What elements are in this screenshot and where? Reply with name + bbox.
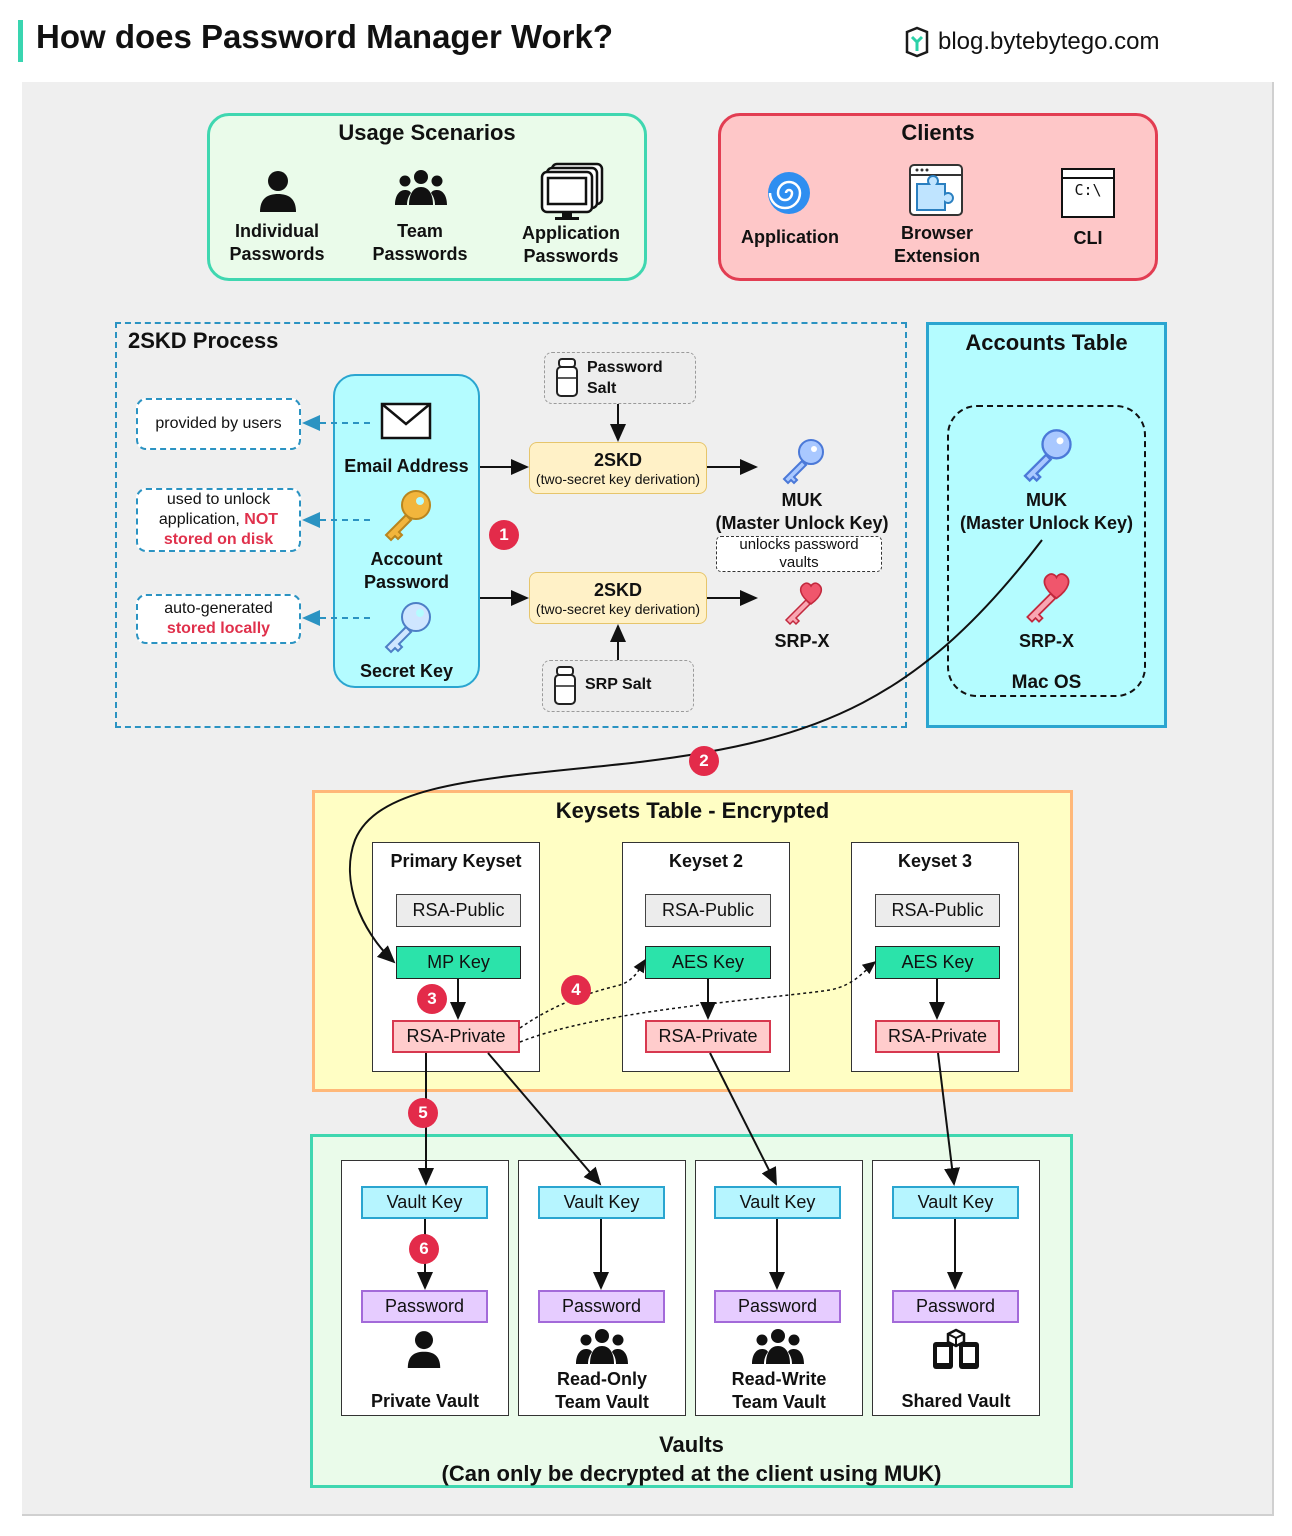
team-icon bbox=[394, 169, 448, 207]
gold-key-icon bbox=[378, 488, 434, 544]
vault-key: Vault Key bbox=[538, 1186, 665, 1219]
vault-key: Vault Key bbox=[892, 1186, 1019, 1219]
private-vault-label: Private Vault bbox=[370, 1391, 480, 1411]
2skd-box-srp: 2SKD(two-secret key derivation) bbox=[529, 572, 707, 624]
team-icon bbox=[575, 1328, 629, 1366]
terminal-icon: C:\ bbox=[1061, 168, 1115, 218]
step-1-badge: 1 bbox=[489, 520, 519, 550]
muk-key-icon bbox=[1018, 428, 1074, 484]
2skd-box-muk: 2SKD(two-secret key derivation) bbox=[529, 442, 707, 494]
note-account-password: used to unlock application, NOT stored o… bbox=[136, 488, 301, 552]
keysets-table-title: Keysets Table - Encrypted bbox=[555, 798, 830, 823]
salt-shaker-icon bbox=[553, 666, 577, 706]
keyset-title: Primary Keyset bbox=[390, 851, 522, 871]
rsa-public-key: RSA-Public bbox=[645, 894, 771, 927]
rsa-private-key: RSA-Private bbox=[392, 1020, 520, 1053]
salt-shaker-icon bbox=[555, 358, 579, 398]
2skd-process-title: 2SKD Process bbox=[128, 328, 279, 353]
clients-title: Clients bbox=[901, 120, 975, 145]
vault-key: Vault Key bbox=[361, 1186, 488, 1219]
note-secret-key: auto-generated stored locally bbox=[136, 594, 301, 644]
srp-salt-label: SRP Salt bbox=[585, 676, 652, 693]
keyset-title: Keyset 3 bbox=[897, 851, 973, 871]
aes-key: AES Key bbox=[645, 946, 771, 979]
person-icon bbox=[258, 170, 298, 214]
usage-scenarios-title: Usage Scenarios bbox=[338, 120, 516, 145]
client-application-label: Application bbox=[741, 227, 839, 247]
puzzle-icon bbox=[907, 162, 965, 218]
keyset-title: Keyset 2 bbox=[668, 851, 744, 871]
accounts-muk-label: MUK(Master Unlock Key) bbox=[959, 490, 1134, 533]
envelope-icon bbox=[380, 402, 432, 440]
blog-url: blog.bytebytego.com bbox=[938, 28, 1160, 55]
shared-devices-icon bbox=[931, 1328, 981, 1370]
shared-vault-label: Shared Vault bbox=[901, 1391, 1011, 1411]
srp-key-icon bbox=[1018, 568, 1074, 624]
title-accent-bar bbox=[18, 20, 23, 62]
srp-x-label: SRP-X bbox=[774, 631, 830, 651]
mac-os-label: Mac OS bbox=[1011, 672, 1082, 693]
step-4-badge: 4 bbox=[561, 975, 591, 1005]
vault-password: Password bbox=[361, 1290, 488, 1323]
person-icon bbox=[406, 1330, 442, 1370]
step-6-badge: 6 bbox=[409, 1234, 439, 1264]
rsa-public-key: RSA-Public bbox=[396, 894, 521, 927]
accounts-srp-label: SRP-X bbox=[1018, 631, 1074, 651]
step-5-badge: 5 bbox=[408, 1098, 438, 1128]
bytebytego-logo-icon bbox=[904, 26, 930, 58]
accounts-table-title: Accounts Table bbox=[965, 330, 1128, 355]
note-provided-by-users: provided by users bbox=[136, 398, 301, 450]
vault-password: Password bbox=[538, 1290, 665, 1323]
aes-key: AES Key bbox=[875, 946, 1000, 979]
step-3-badge: 3 bbox=[417, 984, 447, 1014]
client-cli-label: CLI bbox=[1073, 228, 1103, 248]
secret-key-icon bbox=[378, 600, 434, 656]
vault-key: Vault Key bbox=[714, 1186, 841, 1219]
team-icon bbox=[751, 1328, 805, 1366]
vaults-title: Vaults(Can only be decrypted at the clie… bbox=[441, 1432, 942, 1486]
monitor-icon bbox=[538, 162, 606, 222]
email-address-label: Email Address bbox=[344, 456, 469, 476]
step-2-badge: 2 bbox=[689, 746, 719, 776]
vault-password: Password bbox=[892, 1290, 1019, 1323]
muk-key-icon bbox=[778, 438, 826, 486]
mp-key: MP Key bbox=[396, 946, 521, 979]
page-title: How does Password Manager Work? bbox=[36, 18, 614, 55]
muk-label: MUK(Master Unlock Key) bbox=[715, 490, 889, 533]
rsa-private-key: RSA-Private bbox=[875, 1020, 1000, 1053]
secret-key-label: Secret Key bbox=[359, 661, 454, 681]
srp-key-icon bbox=[778, 578, 826, 626]
rsa-private-key: RSA-Private bbox=[645, 1020, 771, 1053]
vault-password: Password bbox=[714, 1290, 841, 1323]
app-swirl-icon bbox=[766, 170, 812, 216]
rsa-public-key: RSA-Public bbox=[875, 894, 1000, 927]
